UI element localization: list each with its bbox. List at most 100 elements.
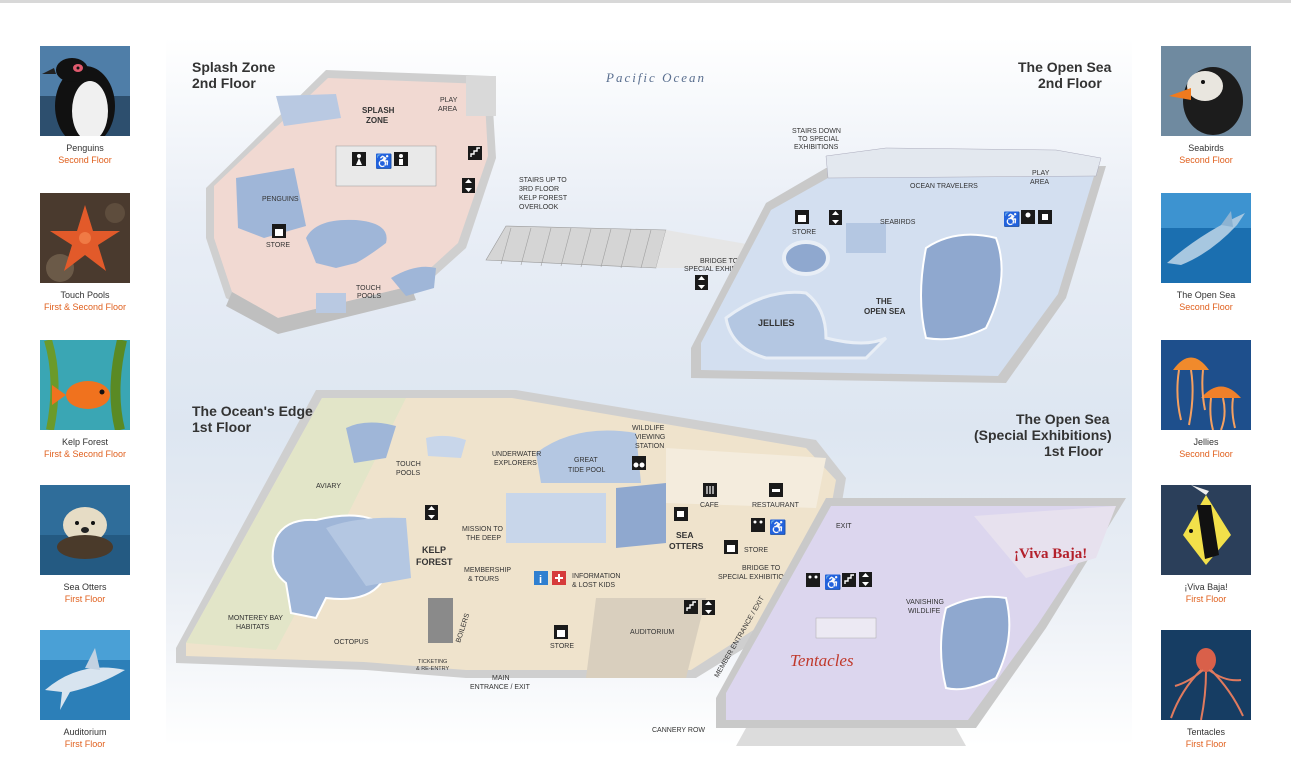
sea-otters-line: SEA — [676, 530, 693, 540]
cannery-row-label: CANNERY ROW — [652, 727, 705, 734]
stairs-icon[interactable] — [842, 573, 856, 587]
mission-line: MISSION TO — [462, 526, 504, 533]
main-entrance-label: MAIN ENTRANCE / EXIT — [470, 675, 531, 691]
underwater-line: EXPLORERS — [494, 460, 537, 467]
touch-pools-1-line: TOUCH — [396, 461, 421, 468]
main-entrance-line: MAIN — [492, 675, 510, 682]
touch-pools-1-label: TOUCH POOLS — [396, 461, 423, 477]
accessible-icon[interactable]: ♿ — [375, 153, 392, 170]
splash-zone-floor-line: 2nd Floor — [192, 75, 256, 91]
touch-pools-line: TOUCH — [356, 285, 381, 292]
vanishing-wildlife-label: VANISHING WILDLIFE — [906, 599, 946, 615]
sea-star-photo-icon — [40, 193, 130, 283]
puffin-photo-icon — [1161, 46, 1251, 136]
sidebar-floor: Second Floor — [1179, 155, 1233, 165]
stairs-down-line: EXHIBITIONS — [794, 144, 839, 151]
play-area-label: PLAY AREA — [438, 97, 459, 113]
open-sea-1-title-line: The Open Sea — [1016, 411, 1110, 427]
splash-zone-title: Splash Zone 2nd Floor — [192, 59, 279, 91]
stairs-icon[interactable] — [684, 600, 698, 614]
bridge-1-line: BRIDGE TO — [742, 565, 781, 572]
restroom-men-icon[interactable] — [394, 152, 408, 166]
accessible-icon[interactable]: ♿ — [1003, 211, 1020, 228]
wildlife-line: STATION — [635, 443, 664, 450]
shark-photo-icon — [40, 630, 130, 720]
oceans-edge-title: The Ocean's Edge 1st Floor — [192, 403, 317, 435]
the-open-sea-label: THE OPEN SEA — [864, 297, 906, 316]
stairs-up-line: KELP FOREST — [519, 195, 568, 202]
sidebar-floor: First & Second Floor — [43, 449, 127, 459]
restroom-icon[interactable] — [806, 573, 820, 587]
ticketing-line: TICKETING — [418, 659, 447, 665]
wildlife-viewing-label: WILDLIFE VIEWING STATION — [632, 425, 667, 450]
open-sea-2nd-floor — [691, 147, 1106, 383]
elevator-icon[interactable] — [859, 572, 872, 587]
cafe-icon[interactable] — [703, 483, 717, 497]
first-aid-icon[interactable] — [552, 571, 566, 585]
sidebar-card-auditorium[interactable]: Auditorium First Floor — [20, 630, 150, 750]
information-label: INFORMATION & LOST KIDS — [572, 573, 622, 589]
open-sea-2-title: The Open Sea 2nd Floor — [1018, 59, 1115, 91]
store-icon[interactable] — [272, 224, 286, 238]
svg-text:♿: ♿ — [375, 153, 392, 170]
store-icon[interactable] — [724, 540, 738, 554]
sidebar-card-kelp-forest[interactable]: Kelp Forest First & Second Floor — [20, 340, 150, 460]
sidebar-title: ¡Viva Baja! — [1184, 582, 1228, 592]
bridge-1-line: SPECIAL EXHIBITIONS — [718, 574, 794, 581]
sidebar-card-sea-otters[interactable]: Sea Otters First Floor — [20, 485, 150, 605]
vanishing-line: WILDLIFE — [908, 608, 941, 615]
tide-pool-line: TIDE POOL — [568, 467, 605, 474]
open-sea-1-floor-line: 1st Floor — [1044, 443, 1104, 459]
elevator-icon[interactable] — [462, 178, 475, 193]
sidebar-floor: First Floor — [64, 739, 106, 749]
play-area-2-line: PLAY — [1032, 170, 1050, 177]
garibaldi-fish-photo-icon — [40, 340, 130, 430]
auditorium-label: AUDITORIUM — [630, 629, 674, 636]
kelp-line: KELP — [422, 545, 446, 555]
accessible-icon[interactable]: ♿ — [824, 574, 841, 591]
sidebar-card-penguins[interactable]: Penguins Second Floor — [20, 46, 150, 166]
restaurant-icon[interactable] — [769, 483, 783, 497]
information-icon[interactable]: i — [534, 571, 548, 586]
sidebar-title: The Open Sea — [1176, 290, 1236, 300]
family-restroom-icon[interactable] — [1021, 210, 1035, 224]
restroom-icon[interactable] — [751, 518, 765, 532]
stairs-down-line: TO SPECIAL — [798, 136, 839, 143]
aquarium-map: Pacific Ocean Splash Zone 2nd Floor SPLA… — [166, 38, 1132, 746]
touch-pools-1-line: POOLS — [396, 470, 420, 477]
bridge-1-label: BRIDGE TO SPECIAL EXHIBITIONS — [718, 565, 794, 581]
sidebar-title: Seabirds — [1188, 143, 1224, 153]
open-sea-1-subtitle-line: (Special Exhibitions) — [974, 427, 1112, 443]
stairs-up-line: 3RD FLOOR — [519, 186, 559, 193]
sea-otters-label: SEA OTTERS — [669, 530, 704, 551]
elevator-icon[interactable] — [702, 600, 715, 615]
oceans-edge-floor-line: 1st Floor — [192, 419, 252, 435]
svg-text:♿: ♿ — [1003, 211, 1020, 228]
store-icon[interactable] — [554, 625, 568, 639]
vanishing-line: VANISHING — [906, 599, 944, 606]
mission-line: THE DEEP — [466, 535, 501, 542]
exit-label: EXIT — [836, 523, 852, 530]
sidebar-card-tentacles[interactable]: Tentacles First Floor — [1141, 630, 1271, 750]
restroom-women-icon[interactable] — [352, 152, 366, 166]
sidebar-floor: Second Floor — [58, 155, 112, 165]
sidebar-card-jellies[interactable]: Jellies Second Floor — [1141, 340, 1271, 460]
splash-zone-title-line: Splash Zone — [192, 59, 275, 75]
accessible-icon[interactable]: ♿ — [769, 519, 786, 536]
wildlife-line: VIEWING — [635, 434, 665, 441]
sidebar-card-seabirds[interactable]: Seabirds Second Floor — [1141, 46, 1271, 166]
elevator-icon[interactable] — [425, 505, 438, 520]
store-icon[interactable] — [795, 210, 809, 224]
sidebar-card-touch-pools[interactable]: Touch Pools First & Second Floor — [20, 193, 150, 313]
coffee-icon[interactable] — [674, 507, 688, 521]
viva-baja-label: ¡Viva Baja! — [1014, 546, 1087, 562]
penguins-label: PENGUINS — [262, 196, 299, 203]
sidebar-card-open-sea[interactable]: The Open Sea Second Floor — [1141, 193, 1271, 313]
sidebar-card-viva-baja[interactable]: ¡Viva Baja! First Floor — [1141, 485, 1271, 605]
stairs-up-line: STAIRS UP TO — [519, 177, 567, 184]
drinking-fountain-icon[interactable] — [1038, 210, 1052, 224]
binoculars-icon[interactable] — [632, 456, 646, 470]
elevator-icon[interactable] — [695, 275, 708, 290]
elevator-icon[interactable] — [829, 210, 842, 225]
stairs-icon[interactable] — [468, 146, 482, 160]
